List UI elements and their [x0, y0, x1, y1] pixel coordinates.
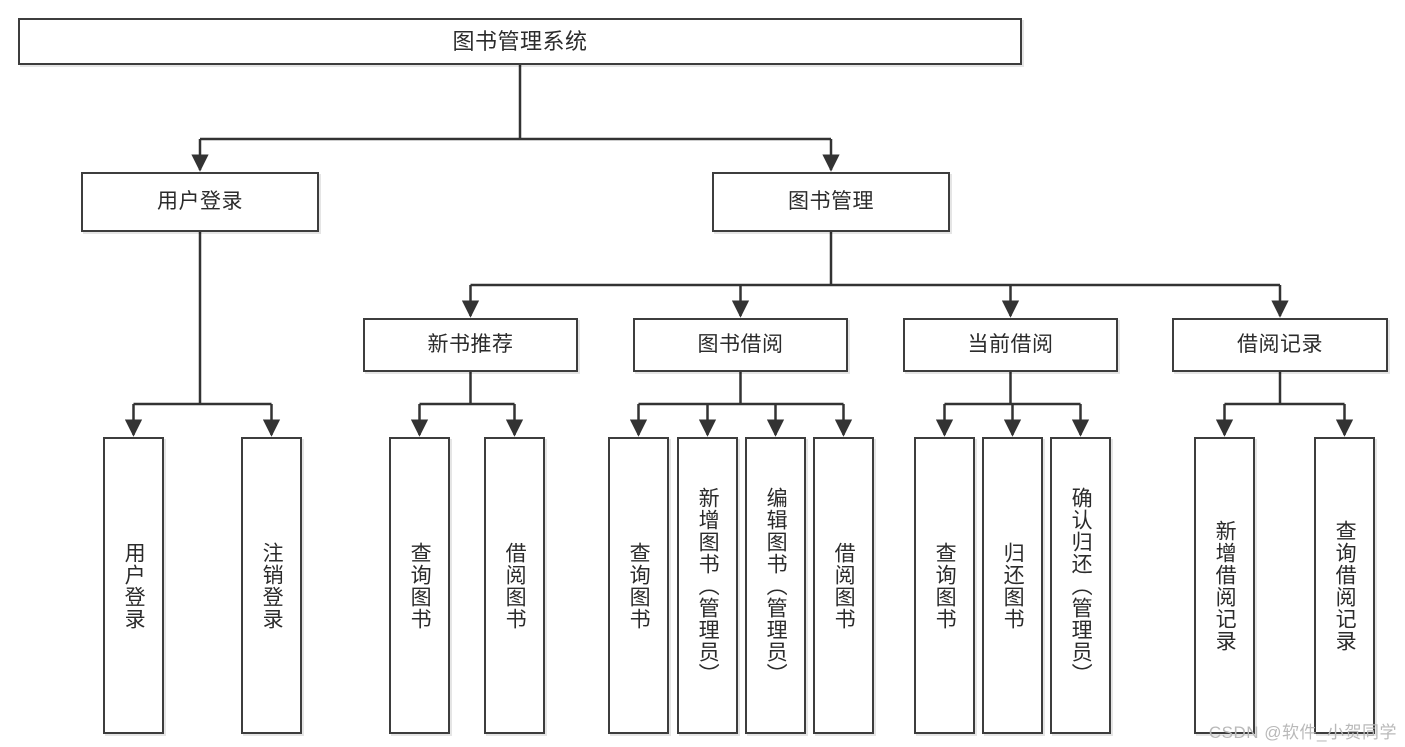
- node-label: 查询借阅记录: [1333, 519, 1357, 652]
- node-label: 图书借阅: [697, 332, 784, 356]
- node-label: 查询图书: [933, 541, 957, 630]
- node-label: 借阅记录: [1237, 332, 1323, 356]
- node-l10[interactable]: 归还图书: [982, 437, 1043, 734]
- node-root[interactable]: 图书管理系统: [18, 18, 1022, 65]
- node-label: 查询图书: [408, 541, 432, 630]
- node-label: 借阅图书: [503, 541, 527, 630]
- node-l2[interactable]: 注销登录: [241, 437, 302, 734]
- node-label: 注销登录: [260, 541, 284, 630]
- node-l13[interactable]: 查询借阅记录: [1314, 437, 1375, 734]
- node-l7[interactable]: 编辑图书（管理员）: [745, 437, 806, 734]
- node-l6[interactable]: 新增图书（管理员）: [677, 437, 738, 734]
- node-label: 新增图书（管理员）: [696, 486, 720, 685]
- node-l8[interactable]: 借阅图书: [813, 437, 874, 734]
- node-label: 归还图书: [1001, 541, 1025, 630]
- node-current[interactable]: 当前借阅: [903, 318, 1118, 372]
- node-label: 新增借阅记录: [1213, 519, 1237, 652]
- watermark-text: CSDN @软件_小贺同学: [1208, 723, 1397, 742]
- node-label: 图书管理: [788, 189, 874, 213]
- node-l12[interactable]: 新增借阅记录: [1194, 437, 1255, 734]
- node-l11[interactable]: 确认归还（管理员）: [1050, 437, 1111, 734]
- node-l9[interactable]: 查询图书: [914, 437, 975, 734]
- node-l5[interactable]: 查询图书: [608, 437, 669, 734]
- node-l1[interactable]: 用户登录: [103, 437, 164, 734]
- node-label: 借阅图书: [832, 541, 856, 630]
- node-newbook[interactable]: 新书推荐: [363, 318, 578, 372]
- node-borrow[interactable]: 图书借阅: [633, 318, 848, 372]
- node-label: 新书推荐: [427, 332, 514, 356]
- node-label: 确认归还（管理员）: [1069, 486, 1093, 685]
- node-label: 用户登录: [122, 541, 146, 630]
- node-label: 图书管理系统: [452, 28, 588, 54]
- node-l3[interactable]: 查询图书: [389, 437, 450, 734]
- node-label: 编辑图书（管理员）: [764, 486, 788, 685]
- node-label: 当前借阅: [967, 332, 1054, 356]
- node-bookmgmt[interactable]: 图书管理: [712, 172, 950, 232]
- node-l4[interactable]: 借阅图书: [484, 437, 545, 734]
- node-records[interactable]: 借阅记录: [1172, 318, 1388, 372]
- node-login[interactable]: 用户登录: [81, 172, 319, 232]
- node-label: 查询图书: [627, 541, 651, 630]
- node-label: 用户登录: [157, 189, 243, 213]
